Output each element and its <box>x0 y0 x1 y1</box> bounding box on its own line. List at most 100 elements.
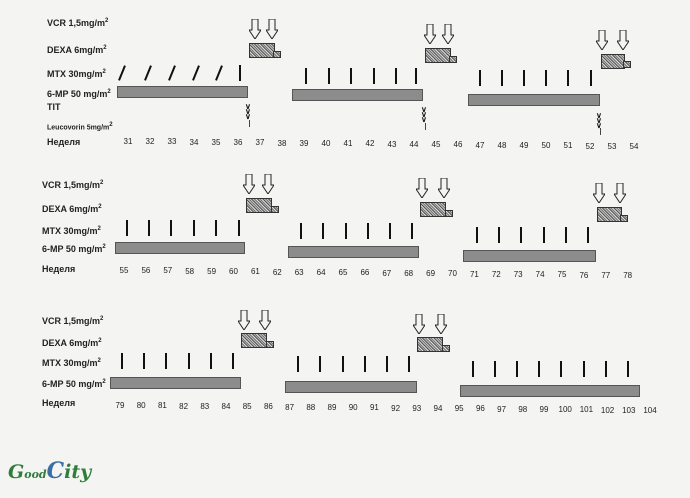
mtx-dose-mark <box>605 361 607 377</box>
week-label: Неделя <box>47 137 81 147</box>
week-number: 102 <box>600 405 615 415</box>
dexa-block-step <box>273 51 281 58</box>
mtx-dose-mark <box>565 227 567 243</box>
drug-dose: 6mg/m <box>69 338 99 348</box>
dose-exponent: 2 <box>98 338 102 344</box>
drug-dose: 6mg/m <box>74 45 104 55</box>
week-number: 100 <box>558 405 572 415</box>
dexa-block-step <box>442 345 450 352</box>
mtx-dose-mark <box>479 70 481 86</box>
mtx-dose-mark <box>560 361 562 377</box>
drug-name: VCR <box>47 18 67 28</box>
mtx-dose-mark <box>238 220 240 236</box>
week-number: 64 <box>316 267 326 277</box>
mtx-dose-mark <box>590 70 592 86</box>
drug-dose: 1,5mg/m <box>63 180 101 190</box>
mtx-dose-mark <box>300 223 302 239</box>
week-label: Неделя <box>42 264 76 274</box>
logo-letter: C <box>46 458 65 484</box>
dexa-block <box>425 48 451 63</box>
mtx-dose-mark <box>322 223 324 239</box>
vcr-label: VCR 1,5mg/m2 <box>47 16 108 28</box>
mtx-label: MTX 30mg/m2 <box>42 224 101 236</box>
week-number: 101 <box>579 405 594 415</box>
week-number: 93 <box>412 403 422 413</box>
mtx-dose-mark <box>415 68 417 84</box>
tit-chevron-icon: ∨∨∨ <box>245 102 251 121</box>
week-number: 67 <box>382 268 392 278</box>
vcr-label: VCR 1,5mg/m2 <box>42 314 103 326</box>
dose-exponent: 2 <box>100 180 104 186</box>
dexa-label: DEXA 6mg/m2 <box>47 43 107 55</box>
week-number: 32 <box>145 137 155 147</box>
week-number: 50 <box>541 141 551 151</box>
week-number: 58 <box>185 266 195 276</box>
drug-dose: 1,5mg/m <box>63 316 101 326</box>
mtx-dose-mark <box>583 361 585 377</box>
week-number: 77 <box>601 270 611 280</box>
mtx-dose-mark <box>121 353 123 369</box>
drug-name: MTX <box>47 69 66 79</box>
dose-exponent: 2 <box>109 122 113 128</box>
week-number: 103 <box>622 405 636 415</box>
mtx-dose-mark <box>364 356 366 372</box>
week-number: 89 <box>327 403 337 412</box>
week-number: 86 <box>263 402 273 412</box>
vcr-label: VCR 1,5mg/m2 <box>42 178 103 190</box>
dose-exponent: 2 <box>103 45 107 51</box>
week-number: 52 <box>585 141 595 151</box>
week-number: 47 <box>475 140 485 150</box>
6mp-label: 6-MP 50 mg/m2 <box>47 87 111 99</box>
vcr-arrow-icon <box>617 30 629 50</box>
mtx-dose-mark <box>210 353 212 369</box>
dose-exponent: 2 <box>102 244 106 250</box>
tit-label: TIT <box>47 102 61 112</box>
dose-exponent: 2 <box>98 204 102 210</box>
mtx-dose-mark <box>239 65 241 81</box>
week-number: 62 <box>272 267 282 277</box>
week-number: 40 <box>321 138 331 148</box>
week-number: 88 <box>306 402 316 412</box>
6mp-bar <box>115 242 245 254</box>
week-number: 94 <box>433 404 443 413</box>
mtx-dose-mark <box>523 70 525 86</box>
week-number: 51 <box>563 141 573 151</box>
week-number: 97 <box>497 404 507 414</box>
dexa-block-step <box>449 56 457 63</box>
week-number: 70 <box>448 269 457 279</box>
mtx-dose-mark <box>165 353 167 369</box>
week-number: 96 <box>475 404 485 414</box>
vcr-arrow-icon <box>424 24 436 44</box>
week-number: 37 <box>255 138 265 148</box>
week-number: 63 <box>294 267 304 277</box>
dexa-block <box>241 333 267 348</box>
week-number: 81 <box>157 401 167 411</box>
week-number: 91 <box>369 403 379 413</box>
week-label: Неделя <box>42 398 76 408</box>
week-number: 83 <box>200 401 210 411</box>
week-number: 34 <box>189 137 199 147</box>
vcr-arrow-icon <box>593 183 605 203</box>
drug-name: MTX <box>42 358 61 368</box>
mtx-dose-mark <box>411 223 413 239</box>
vcr-arrow-icon <box>238 310 250 330</box>
mtx-dose-mark <box>350 68 352 84</box>
mtx-dose-mark <box>193 220 195 236</box>
week-number: 82 <box>179 401 189 411</box>
mtx-dose-mark <box>126 220 128 236</box>
mtx-dose-mark <box>170 220 172 236</box>
week-number: 74 <box>535 270 545 280</box>
leucovorin-mark <box>249 120 250 127</box>
dose-exponent: 2 <box>100 316 104 322</box>
vcr-arrow-icon <box>259 310 271 330</box>
mtx-dose-mark <box>386 356 388 372</box>
dexa-block-step <box>623 61 631 68</box>
mtx-dose-mark <box>188 353 190 369</box>
drug-name: 6-MP <box>47 89 69 99</box>
drug-name: VCR <box>42 180 62 190</box>
logo-letter: ity <box>64 461 92 483</box>
dexa-block <box>597 207 622 222</box>
drug-dose: 30mg/m <box>63 226 98 236</box>
6mp-bar <box>117 86 248 98</box>
week-number: 56 <box>141 266 151 276</box>
